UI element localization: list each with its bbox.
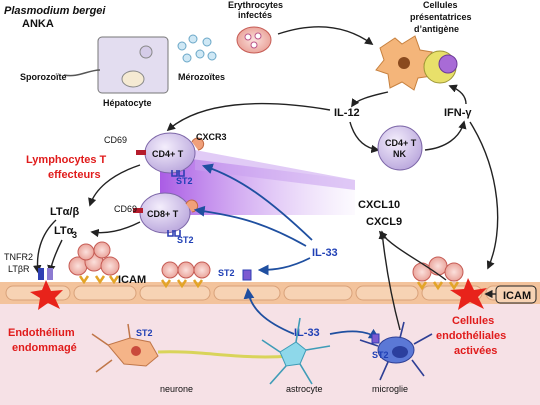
rbc-cluster-mid bbox=[160, 261, 211, 289]
parasite-strain: ANKA bbox=[22, 18, 54, 30]
antigen-presenting-cell bbox=[375, 35, 458, 91]
cxcl9-label: CXCL9 bbox=[366, 216, 402, 228]
cd8-t-label: CD8+ T bbox=[147, 209, 179, 219]
brain-tissue bbox=[0, 298, 540, 405]
st2-label-microglia: ST2 bbox=[372, 350, 389, 360]
st2-label-cd8: ST2 bbox=[177, 235, 194, 245]
lymphocytes-title-2: effecteurs bbox=[48, 169, 101, 181]
parasite-name: Plasmodium bergei bbox=[4, 5, 106, 17]
arrow-nk-ifng bbox=[424, 120, 467, 151]
arrow-il33-up bbox=[243, 287, 295, 335]
icam-label-left: ICAM bbox=[118, 274, 146, 286]
lymphocytes-title-1: Lymphocytes T bbox=[26, 154, 107, 166]
arrow-cd4-lt bbox=[88, 164, 141, 207]
hepatocyte-label: Hépatocyte bbox=[103, 98, 152, 108]
cd69-label-cd4: CD69 bbox=[104, 135, 127, 145]
neurone bbox=[91, 323, 291, 373]
arrow-il12-cd4 bbox=[166, 102, 331, 132]
ltbr-receptor bbox=[47, 268, 53, 280]
lta3-subscript: 3 bbox=[72, 230, 77, 240]
arrow-apc-il12 bbox=[351, 91, 389, 108]
merozoites bbox=[177, 34, 217, 63]
cd69-label-cd8: CD69 bbox=[114, 204, 137, 214]
damage-star-right bbox=[450, 278, 487, 310]
arrow-cd8-lt bbox=[90, 221, 141, 238]
arrow-ifng-endothelium bbox=[469, 121, 499, 270]
st2-label-neurone: ST2 bbox=[136, 328, 153, 338]
cxcr3-label: CXCR3 bbox=[196, 132, 227, 142]
chemokine-beam-upper bbox=[195, 150, 355, 190]
arrow-lt-receptor-1 bbox=[33, 219, 57, 274]
arrow-microglia-cxcl bbox=[378, 230, 401, 331]
neurone-label: neurone bbox=[160, 384, 193, 394]
il33-label-lower: IL-33 bbox=[294, 327, 320, 339]
endo-activated-title-2: endothéliales bbox=[436, 330, 506, 342]
erythrocytes-label-1: Erythrocytes bbox=[228, 0, 283, 10]
st2-label-endothelium: ST2 bbox=[218, 268, 235, 278]
il33-label-upper: IL-33 bbox=[312, 247, 338, 259]
erythrocytes-label-2: infectés bbox=[238, 10, 272, 20]
rbc-cluster-right bbox=[412, 256, 464, 291]
infected-erythrocyte bbox=[236, 26, 272, 54]
endo-activated-title-1: Cellules bbox=[452, 315, 494, 327]
arrow-il12-nk bbox=[349, 121, 380, 154]
cd8-t-cell bbox=[133, 192, 199, 234]
arrow-to-apc bbox=[277, 26, 374, 45]
st2-label-cd4: ST2 bbox=[176, 176, 193, 186]
rbc-cluster-left bbox=[68, 241, 120, 285]
arrow-ifng-apc bbox=[448, 84, 467, 105]
hepatocyte bbox=[97, 36, 169, 94]
microglia bbox=[359, 321, 433, 381]
cd4-nk-label-2: NK bbox=[393, 149, 406, 159]
icam-label-right: ICAM bbox=[503, 290, 531, 302]
merozoites-label: Mérozoïtes bbox=[178, 72, 225, 82]
arrow-il33-endothelium-st2 bbox=[257, 257, 311, 276]
endo-damaged-title-2: endommagé bbox=[12, 342, 77, 354]
ifng-label: IFN-γ bbox=[444, 107, 472, 119]
lta-beta-label: LTα/β bbox=[50, 206, 79, 218]
tnfr2-receptor bbox=[38, 268, 44, 280]
apc-label-3: d’antigène bbox=[414, 24, 459, 34]
microglie-label: microglie bbox=[372, 384, 408, 394]
arrow-il33-cd4 bbox=[201, 163, 313, 241]
damage-star-left bbox=[30, 280, 63, 310]
astrocyte-label: astrocyte bbox=[286, 384, 323, 394]
arrow-il33-cd8 bbox=[193, 205, 307, 247]
cd4-t-label: CD4+ T bbox=[152, 149, 184, 159]
astrocyte bbox=[261, 317, 331, 385]
cd4-t-cell bbox=[136, 132, 205, 174]
apc-label-2: présentatrices bbox=[410, 12, 472, 22]
endo-activated-title-3: activées bbox=[454, 345, 497, 357]
cd4-nk-label-1: CD4+ T bbox=[385, 138, 417, 148]
cd4-nk-cell bbox=[377, 125, 423, 171]
st2-receptor-endothelium bbox=[242, 269, 252, 281]
lta3-label: LTα bbox=[54, 225, 74, 237]
st2-receptor-cd4 bbox=[171, 170, 185, 177]
tnfr2-label: TNFR2 bbox=[4, 252, 33, 262]
ltbr-label: LTβR bbox=[8, 264, 30, 274]
sporozoite-label: Sporozoïte bbox=[20, 72, 67, 82]
st2-receptor-cd8 bbox=[167, 230, 181, 237]
sporozoite-shape bbox=[63, 69, 101, 77]
il12-label: IL-12 bbox=[334, 107, 360, 119]
arrow-lt-receptor-2 bbox=[47, 239, 63, 274]
cxcl10-label: CXCL10 bbox=[358, 199, 400, 211]
apc-label-1: Cellules bbox=[423, 0, 458, 10]
endo-damaged-title-1: Endothélium bbox=[8, 327, 75, 339]
